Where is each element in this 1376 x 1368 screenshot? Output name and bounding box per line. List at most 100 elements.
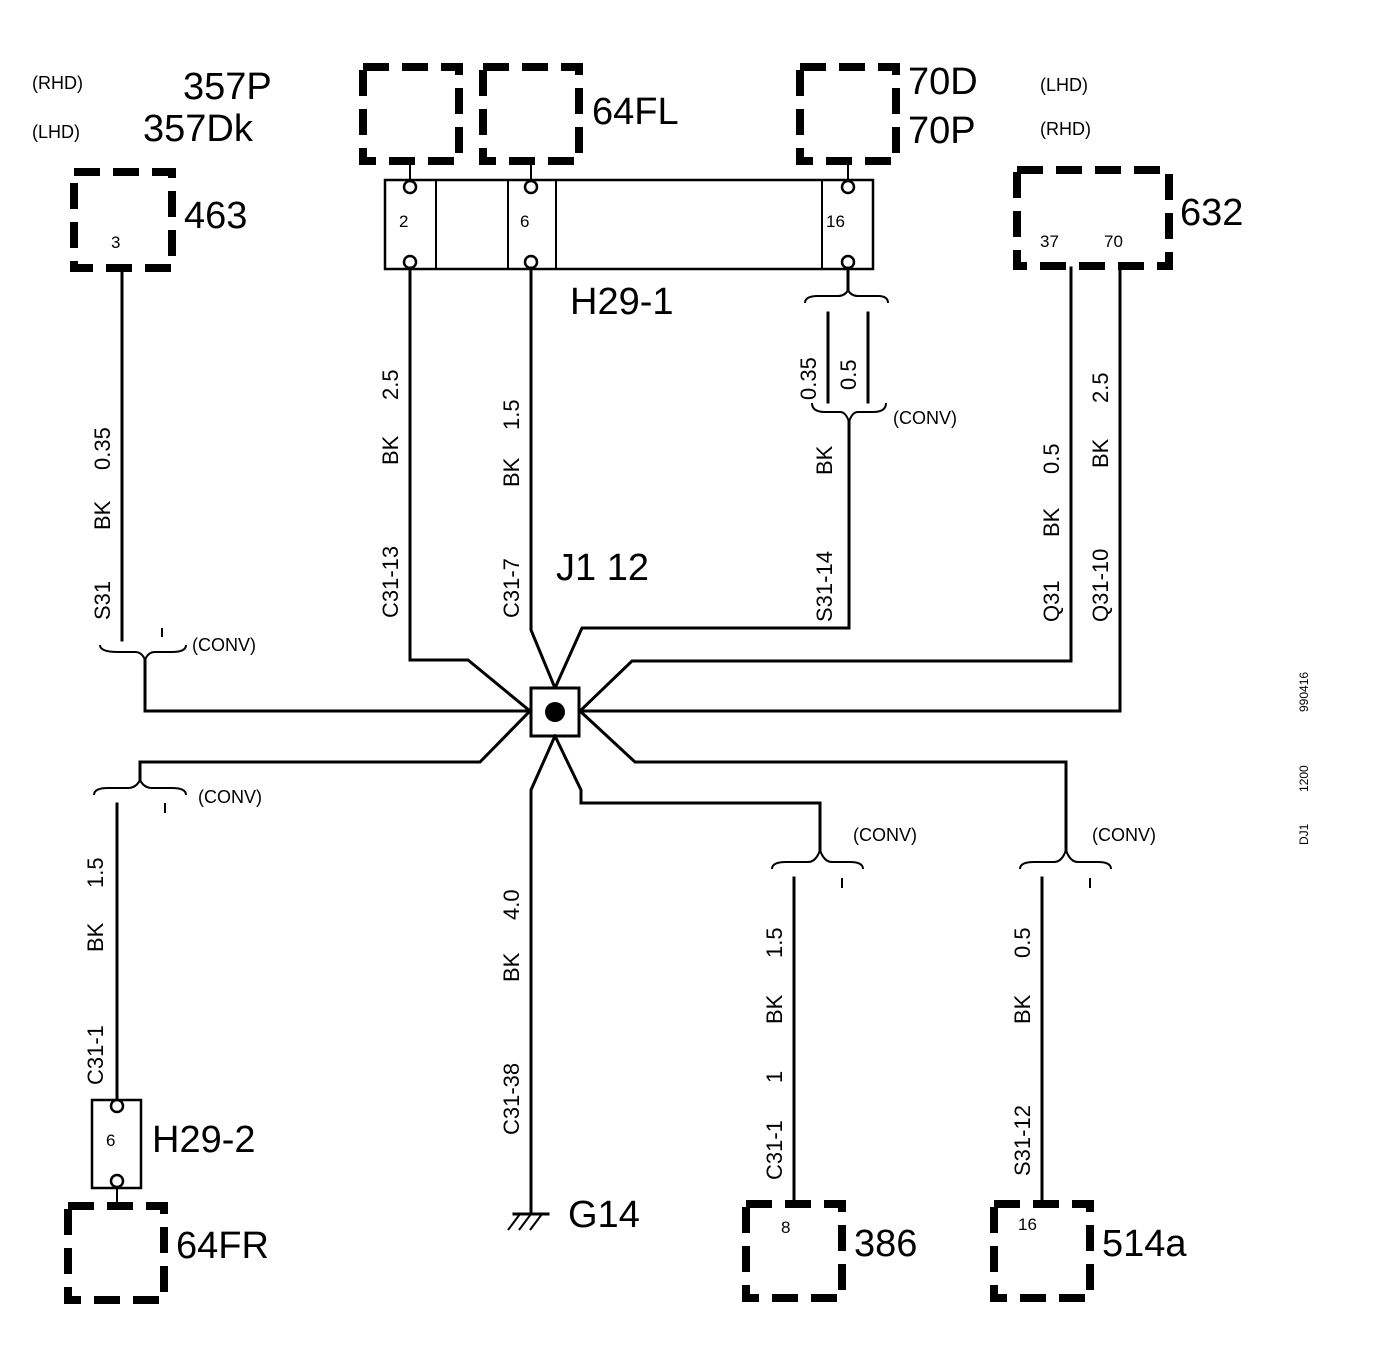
w64fr-to-junction	[138, 708, 533, 782]
c632-pin-a: 37	[1040, 232, 1059, 251]
c70-bottom-label: 70P	[908, 110, 976, 152]
conv-brace-463	[99, 644, 187, 663]
w632-37-circuit: Q31	[1039, 580, 1064, 622]
h29-1-pin16-bottom-terminal	[840, 254, 856, 270]
w64fr-size: 1.5	[83, 857, 108, 888]
conv-label-h29-16: (CONV)	[893, 408, 957, 428]
w632-70-color: BK	[1088, 438, 1113, 468]
c357-bottom-label: 357Dk	[143, 108, 254, 150]
c514a-label: 514a	[1102, 1223, 1187, 1265]
c70-connector-box	[796, 63, 900, 165]
c64fr-connector-box	[64, 1202, 168, 1304]
h29-2-pin: 6	[106, 1131, 115, 1150]
h29-2-label: H29-2	[152, 1119, 256, 1161]
wg14-circuit: C31-38	[499, 1063, 524, 1135]
c386-connector-box	[742, 1200, 846, 1302]
w386-circuit: C31-1	[762, 1120, 787, 1180]
c632-connector-box	[1013, 166, 1173, 270]
conv-brace-386	[771, 846, 864, 870]
w463-size: 0.35	[90, 427, 115, 470]
w514a-circuit: S31-12	[1010, 1105, 1035, 1176]
c386-pin: 8	[781, 1218, 790, 1237]
w-h29-2-size: 2.5	[378, 369, 403, 400]
c64fr-label: 64FR	[176, 1225, 269, 1267]
splice-dot	[545, 702, 565, 722]
conv-label-386: (CONV)	[853, 825, 917, 845]
w386-color: BK	[762, 994, 787, 1024]
wg14-color: BK	[499, 952, 524, 982]
w-h29-6-size: 1.5	[499, 399, 524, 430]
w632-70-wire	[578, 266, 1122, 713]
h29-1-pin6: 6	[520, 212, 529, 231]
h29-1-pin6-bottom-terminal	[523, 254, 539, 270]
ref-code: 1200	[1297, 765, 1311, 792]
w632-70-size: 2.5	[1088, 372, 1113, 403]
w-h29-2-circuit: C31-13	[378, 546, 403, 618]
h29-1-pin2-bottom-terminal	[402, 254, 418, 270]
c463-pin: 3	[111, 233, 120, 252]
connector-box-unnamed	[359, 63, 463, 165]
w-h29-16-size-a: 0.35	[796, 357, 821, 400]
w-h29-16-wire	[553, 420, 851, 690]
h29-1-pin16: 16	[826, 212, 845, 231]
w386-to-junction	[552, 733, 822, 852]
c70-top-label: 70D	[908, 61, 978, 103]
ref-author: DJ1	[1297, 823, 1311, 845]
w632-70-circuit: Q31-10	[1088, 549, 1113, 622]
w632-37-wire	[577, 266, 1073, 714]
w632-37-size: 0.5	[1039, 443, 1064, 474]
h29-2-bottom-terminal	[109, 1173, 125, 1189]
w-h29-6-color: BK	[499, 457, 524, 487]
c514a-pin: 16	[1018, 1215, 1037, 1234]
w386-size: 1.5	[762, 927, 787, 958]
conv-brace-h29-16-top	[804, 287, 889, 304]
w514a-color: BK	[1010, 994, 1035, 1024]
c70-top-side-label: (LHD)	[1040, 75, 1088, 95]
h29-1-connector	[383, 178, 875, 271]
w-h29-6-circuit: C31-7	[499, 558, 524, 618]
c357-top-label: 357P	[183, 66, 272, 108]
w514a-size: 0.5	[1010, 927, 1035, 958]
junction-label: J1 12	[556, 547, 649, 589]
conv-brace-h29-16-bottom	[811, 402, 887, 426]
h29-1-pin2: 2	[399, 212, 408, 231]
c463-label: 463	[184, 195, 247, 237]
c463-connector-box	[70, 168, 176, 272]
ref-number: 990416	[1297, 672, 1311, 712]
h29-1-pin2-top-terminal	[402, 179, 418, 195]
w-h29-6-wire	[529, 266, 557, 690]
w-h29-16-color: BK	[812, 445, 837, 475]
c632-label: 632	[1180, 192, 1243, 234]
w463-circuit: S31	[90, 581, 115, 620]
w64fr-color: BK	[83, 922, 108, 952]
w463-color: BK	[90, 500, 115, 530]
h29-2-top-terminal	[109, 1098, 125, 1114]
c386-label: 386	[854, 1223, 917, 1265]
w514a-to-junction	[577, 708, 1068, 852]
g14-label: G14	[568, 1194, 640, 1236]
w64fr-circuit: C31-1	[83, 1025, 108, 1085]
c64fl-connector-box	[479, 63, 583, 165]
w463-to-junction	[143, 658, 532, 713]
conv-label-514a: (CONV)	[1092, 825, 1156, 845]
conv-label-463: (CONV)	[192, 635, 256, 655]
c70-bottom-side-label: (RHD)	[1040, 119, 1091, 139]
c357-top-side-label: (RHD)	[32, 73, 83, 93]
conv-label-64fr: (CONV)	[198, 787, 262, 807]
w-h29-16-size-b: 0.5	[836, 359, 861, 390]
c357-bottom-side-label: (LHD)	[32, 122, 80, 142]
w632-37-color: BK	[1039, 507, 1064, 537]
c632-pin-b: 70	[1104, 232, 1123, 251]
h29-1-pin6-top-terminal	[523, 179, 539, 195]
ground-icon	[507, 1212, 550, 1231]
conv-brace-514a	[1019, 846, 1112, 870]
wg14-size: 4.0	[499, 889, 524, 920]
c514a-connector-box	[990, 1200, 1094, 1302]
w-h29-16-circuit: S31-14	[812, 551, 837, 622]
h29-1-pin16-top-terminal	[840, 179, 856, 195]
w386-alt: 1	[762, 1071, 787, 1083]
wg14-wire	[529, 734, 557, 1214]
c64fl-label: 64FL	[592, 91, 679, 133]
w-h29-2-color: BK	[378, 435, 403, 465]
